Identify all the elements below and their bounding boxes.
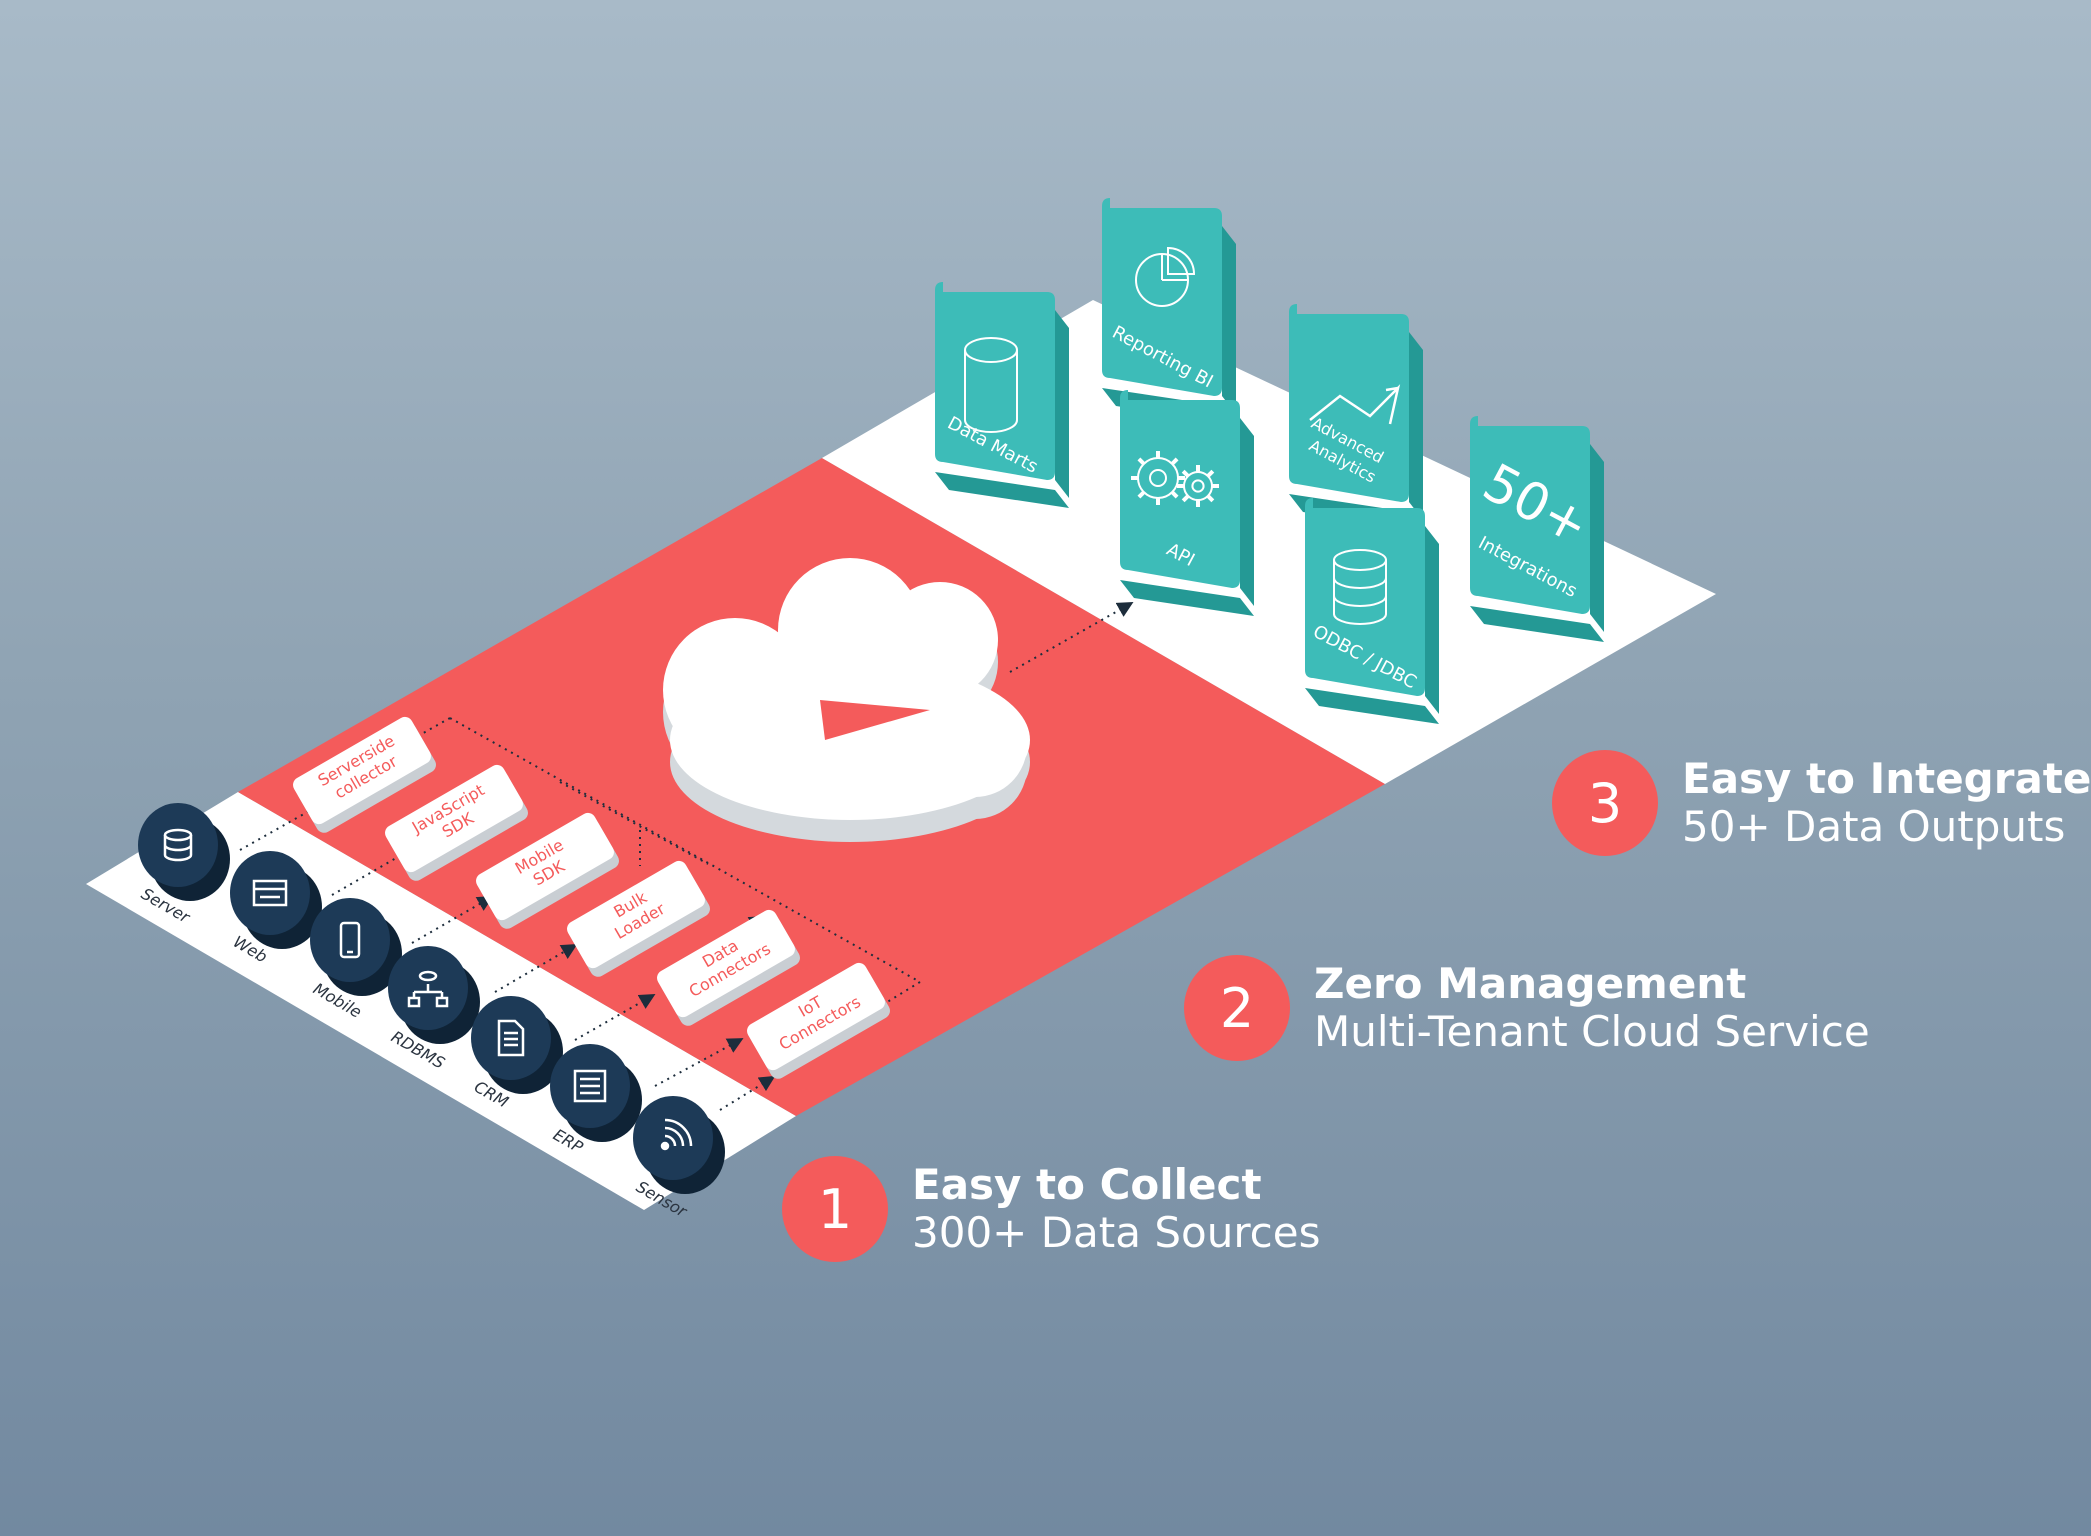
cloud-service [663,558,1030,842]
output-integrations: 50+Integrations [1470,416,1604,642]
step-title: Zero Management [1314,958,1747,1008]
flow-arrows [239,602,1134,1111]
step-number: 2 [1184,955,1290,1061]
list-icon [573,1069,607,1103]
flow-arrow [494,943,578,993]
output-api: API [1120,390,1254,616]
output-data-marts: Data Marts [935,282,1069,508]
web-icon [252,879,288,907]
flow-arrow [239,804,322,851]
database-icon [407,970,449,1008]
source-web: Web [230,851,322,966]
output-odbc-jdbc: ODBC / JDBC [1305,498,1439,724]
step-subtitle: Multi-Tenant Cloud Service [1314,1007,1870,1056]
flow-arrow [1009,602,1134,673]
flow-arrow [411,896,494,944]
collectors-layer: ServersidecollectorJavaScriptSDKMobileSD… [293,716,890,1079]
step-title: Easy to Integrate [1682,753,2091,803]
mobile-icon [339,921,361,959]
step-integrate: 3 Easy to Integrate 50+ Data Outputs [1552,750,2091,856]
source-rdbms: RDBMS [388,946,480,1073]
flow-arrow [719,1075,776,1111]
document-icon [497,1019,525,1057]
trend-chart-icon [1309,384,1401,425]
step-subtitle: 50+ Data Outputs [1682,802,2066,851]
step-number: 3 [1552,750,1658,856]
step-management: 2 Zero Management Multi-Tenant Cloud Ser… [1184,955,1870,1061]
step-title: Easy to Collect [912,1159,1262,1209]
collector-bracket [417,717,921,1005]
source-sensor: Sensor [633,1096,725,1222]
source-server: Server [138,803,230,927]
play-triangle-icon [820,700,930,740]
step-collect: 1 Easy to Collect 300+ Data Sources [782,1156,1320,1262]
step-number: 1 [782,1156,888,1262]
output-reporting-bi: Reporting BI [1102,198,1236,424]
cylinder-icon [964,350,1018,433]
wifi-icon [660,1118,693,1151]
source-erp: ERP [550,1044,642,1157]
server-icon [163,828,193,862]
step-subtitle: 300+ Data Sources [912,1208,1321,1257]
flow-arrow [574,994,656,1041]
source-crm: CRM [471,996,563,1112]
flow-arrow [331,848,414,896]
